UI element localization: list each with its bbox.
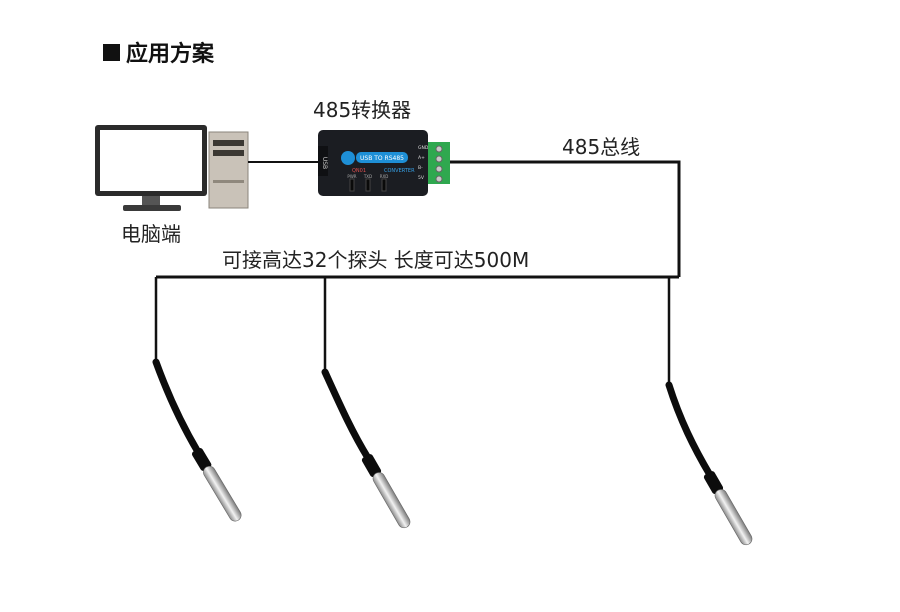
bus-line-main <box>450 160 681 277</box>
led-label: RXD <box>380 174 389 179</box>
probe-2-icon <box>321 368 411 529</box>
led-rxd <box>381 178 387 192</box>
brand-banner <box>356 152 408 163</box>
drive-bay-2 <box>213 150 244 156</box>
bus-label: 485总线 <box>562 135 641 159</box>
probe-1-icon <box>152 358 242 522</box>
drive-bay-1 <box>213 140 244 146</box>
converter-subtext: CONVERTER <box>384 168 415 174</box>
monitor-base <box>123 205 181 211</box>
usb-port-label: USB <box>321 157 328 169</box>
led-txd <box>365 178 371 192</box>
terminal-screw-1 <box>435 145 443 153</box>
tower-slot <box>213 180 244 183</box>
terminal-label: A+ <box>418 155 425 161</box>
led-label: PWR <box>347 174 356 179</box>
converter-label: 485转换器 <box>313 98 412 122</box>
terminal-label: GND <box>418 145 429 151</box>
brand-text: USB TO RS485 <box>360 155 404 162</box>
computer-icon <box>95 125 249 211</box>
terminal-label: B- <box>418 165 423 171</box>
capacity-label: 可接高达32个探头 长度可达500M <box>222 248 530 272</box>
usb-port <box>318 146 328 176</box>
terminal-screw-2 <box>435 155 443 163</box>
terminal-label: 5V <box>418 175 425 181</box>
led-label: TXD <box>363 174 372 179</box>
converter-device: USB USB TO RS485 QN01 CONVERTER PWR TXD … <box>318 130 450 196</box>
heading-text: 应用方案 <box>126 42 215 67</box>
probe-3-icon <box>665 381 753 546</box>
brand-logo-icon <box>341 151 355 165</box>
square-bullet-icon <box>103 43 120 61</box>
terminal-screw-4 <box>435 175 443 183</box>
model-text: QN01 <box>352 168 366 174</box>
terminal-block <box>428 142 450 184</box>
monitor-screen <box>100 130 202 191</box>
led-pwr <box>349 178 355 192</box>
monitor-neck <box>142 196 160 206</box>
page-title: 应用方案 <box>103 36 214 68</box>
computer-label: 电脑端 <box>121 222 181 246</box>
terminal-screw-3 <box>435 165 443 173</box>
